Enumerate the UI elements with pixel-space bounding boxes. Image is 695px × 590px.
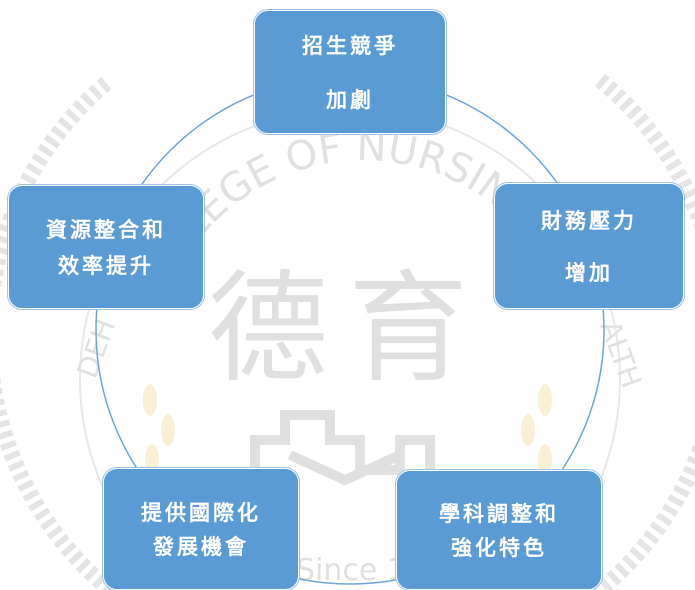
node-recruitment-competition: 招生競爭 加劇 — [254, 10, 446, 134]
node-financial-pressure: 財務壓力 增加 — [494, 183, 684, 309]
node-recruitment-competition-line2: 加劇 — [326, 87, 374, 112]
watermark-since-text: Since 1 — [296, 553, 406, 588]
node-financial-pressure-line1: 財務壓力 — [541, 208, 637, 233]
node-international-opportunities-line1: 提供國際化 — [141, 500, 261, 525]
node-discipline-adjustment: 學科調整和 強化特色 — [396, 470, 602, 590]
node-financial-pressure-line2: 增加 — [565, 260, 613, 285]
watermark-rope-right — [594, 73, 695, 590]
watermark-right-text: ALTH — [593, 316, 648, 392]
node-recruitment-competition-line1: 招生競爭 — [302, 33, 398, 58]
node-resource-integration: 資源整合和 效率提升 — [8, 185, 204, 309]
node-international-opportunities-line2: 發展機會 — [153, 534, 249, 559]
watermark-chinese-characters: 德育 — [208, 260, 488, 399]
node-discipline-adjustment-line1: 學科調整和 — [439, 501, 559, 526]
node-resource-integration-line2: 效率提升 — [58, 253, 154, 278]
node-international-opportunities: 提供國際化 發展機會 — [103, 468, 299, 590]
watermark-rope-left — [0, 73, 116, 590]
node-discipline-adjustment-line2: 強化特色 — [451, 535, 547, 560]
watermark-book — [287, 450, 403, 486]
node-resource-integration-line1: 資源整合和 — [46, 217, 166, 242]
watermark-building — [250, 410, 435, 475]
